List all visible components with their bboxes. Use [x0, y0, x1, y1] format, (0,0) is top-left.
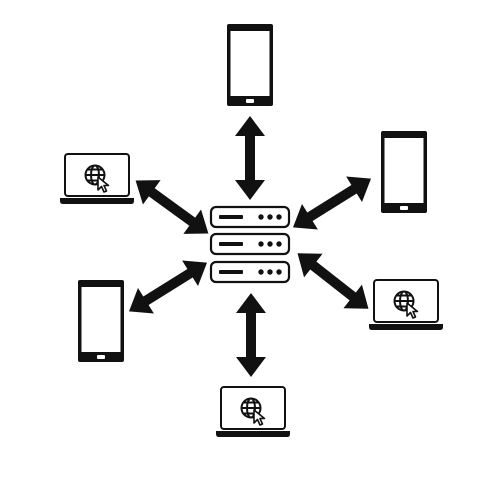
server-unit-middle — [209, 232, 291, 256]
server-unit-top — [209, 205, 291, 229]
arrow-lower-right — [297, 253, 369, 309]
laptop-web-icon-upper-left — [59, 153, 135, 205]
smartphone-icon-top — [227, 24, 273, 106]
laptop-web-icon-bottom — [215, 386, 291, 438]
arrow-upper-right — [292, 176, 372, 230]
smartphone-icon-left — [78, 280, 124, 362]
arrow-bottom — [236, 293, 266, 377]
smartphone-icon-right — [381, 131, 427, 213]
server-icon — [209, 205, 291, 284]
server-unit-bottom — [209, 260, 291, 284]
arrow-upper-left — [135, 180, 209, 234]
arrow-top — [235, 116, 265, 200]
arrow-lower-left — [128, 260, 208, 314]
laptop-web-icon-lower-right — [368, 279, 444, 331]
